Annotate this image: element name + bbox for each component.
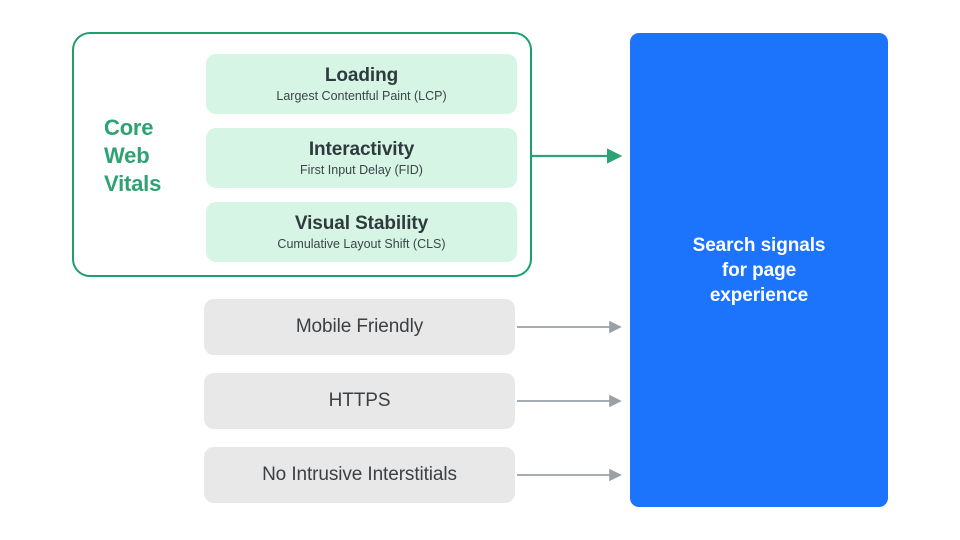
vital-subtitle-interactivity: First Input Delay (FID) — [300, 162, 423, 177]
destination-panel: Search signals for page experience — [630, 33, 888, 507]
vital-card-loading: Loading Largest Contentful Paint (LCP) — [206, 54, 517, 114]
mobile-friendly-label: Mobile Friendly — [295, 316, 424, 337]
mobile-friendly-card: Mobile Friendly — [204, 299, 515, 355]
core-web-vitals-label-line-3: Vitals — [104, 171, 162, 196]
core-web-vitals-label-line-2: Web — [104, 143, 150, 168]
vital-title-loading: Loading — [324, 64, 399, 86]
vital-title-interactivity: Interactivity — [308, 138, 415, 160]
vital-subtitle-visual-stability: Cumulative Layout Shift (CLS) — [277, 236, 446, 251]
core-web-vitals-group-label: Core Web Vitals — [104, 114, 194, 198]
vital-card-visual-stability: Visual Stability Cumulative Layout Shift… — [206, 202, 517, 262]
https-card: HTTPS — [204, 373, 515, 429]
no-intrusive-interstitials-card: No Intrusive Interstitials — [204, 447, 515, 503]
core-web-vitals-group: Core Web Vitals Loading Largest Contentf… — [72, 32, 532, 277]
core-web-vitals-label-line-1: Core — [104, 115, 154, 140]
vital-title-visual-stability: Visual Stability — [294, 212, 429, 234]
vital-subtitle-loading: Largest Contentful Paint (LCP) — [276, 88, 447, 103]
no-intrusive-interstitials-label: No Intrusive Interstitials — [262, 464, 457, 485]
destination-panel-label: Search signals for page experience — [692, 234, 826, 306]
vital-card-interactivity: Interactivity First Input Delay (FID) — [206, 128, 517, 188]
https-label: HTTPS — [328, 390, 391, 411]
